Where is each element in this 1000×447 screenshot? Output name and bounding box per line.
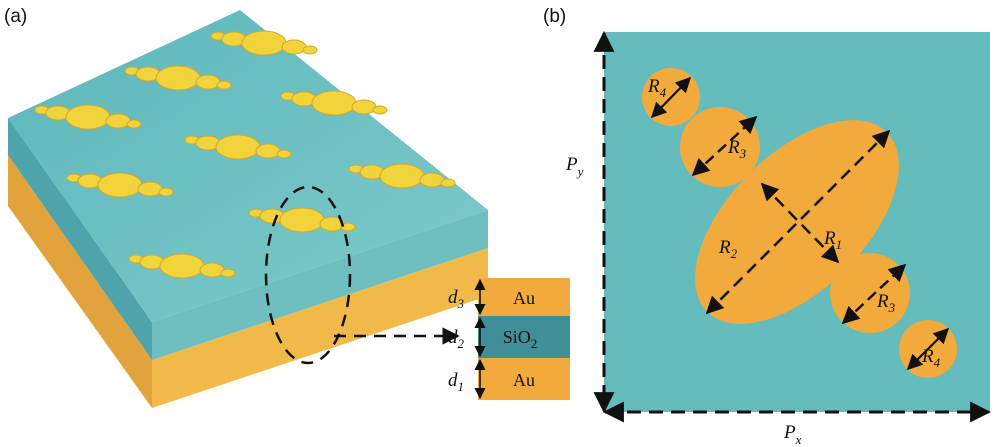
substrate-front-side xyxy=(8,118,152,360)
nano-disk xyxy=(419,172,445,188)
panel-a-label: (a) xyxy=(4,6,27,27)
nanostructure xyxy=(34,104,142,130)
nanostructure xyxy=(184,134,292,160)
r4-lower-label: R4 xyxy=(921,346,941,370)
nano-disk xyxy=(105,113,131,129)
nano-disk xyxy=(195,74,221,90)
r4-lower-arrow xyxy=(906,327,950,371)
nano-disk xyxy=(65,104,111,130)
r3-lower-dashed-arrow xyxy=(841,263,907,325)
nanostructure xyxy=(124,65,232,91)
nano-disk xyxy=(155,65,201,91)
nano-disk xyxy=(340,222,356,232)
disk-r3-lower xyxy=(830,253,910,333)
nano-disk xyxy=(440,178,456,188)
nano-disk xyxy=(216,80,232,90)
nano-disk xyxy=(137,181,163,197)
gold-layer-front xyxy=(8,155,152,408)
nano-disk xyxy=(97,172,143,198)
py-label: Py xyxy=(565,154,584,179)
substrate-right-side xyxy=(152,210,488,360)
nano-disk xyxy=(255,143,281,159)
gold-layer-right xyxy=(152,248,488,408)
d3-label: d3 xyxy=(448,287,465,311)
nano-disk xyxy=(379,163,425,189)
layer-au-bottom-label: Au xyxy=(513,370,535,390)
nanostructure xyxy=(280,90,388,116)
px-label: Px xyxy=(783,422,802,447)
layer-au-top xyxy=(478,278,570,316)
nano-disk xyxy=(199,262,225,278)
nanostructure xyxy=(348,163,456,189)
r4-upper-label: R4 xyxy=(647,76,667,100)
nano-disk xyxy=(279,207,325,233)
nano-disk xyxy=(220,268,236,278)
nano-disk xyxy=(351,99,377,115)
r4-upper-arrow xyxy=(650,76,692,119)
d1-label: d1 xyxy=(448,370,464,394)
r3-lower-label: R3 xyxy=(876,291,896,315)
nano-disk xyxy=(302,45,318,55)
nano-disk xyxy=(126,119,142,129)
nanostructure xyxy=(248,207,356,233)
r3-upper-dashed-arrow xyxy=(691,115,758,177)
nano-disk xyxy=(158,187,174,197)
substrate-top-face xyxy=(8,10,488,322)
layer-stack: Au SiO2 Au d3 d2 d1 xyxy=(448,278,570,400)
nano-disk xyxy=(241,30,287,56)
nano-disk xyxy=(215,134,261,160)
r2-dashed-arrow xyxy=(705,129,891,315)
layer-sio2-label: SiO2 xyxy=(503,327,538,351)
substrate-3d xyxy=(8,10,488,408)
layer-au-top-label: Au xyxy=(513,288,535,308)
nanostructure xyxy=(210,30,318,56)
r3-upper-label: R3 xyxy=(727,137,747,161)
panel-b-label: (b) xyxy=(543,6,566,27)
nano-disk xyxy=(372,105,388,115)
nanostructure-array xyxy=(34,30,456,279)
nano-disk xyxy=(276,149,292,159)
r1-label: R1 xyxy=(823,228,842,252)
d2-label: d2 xyxy=(448,327,465,351)
nanostructure xyxy=(128,253,236,279)
highlight-dashed-ellipse xyxy=(264,185,352,365)
r2-label: R2 xyxy=(718,237,738,261)
layer-sio2 xyxy=(478,316,570,358)
nano-disk xyxy=(311,90,357,116)
nanostructure xyxy=(66,172,174,198)
nano-disk xyxy=(281,39,307,55)
disk-r3-upper xyxy=(680,107,760,187)
nano-disk xyxy=(159,253,205,279)
layer-au-bottom xyxy=(478,358,570,400)
